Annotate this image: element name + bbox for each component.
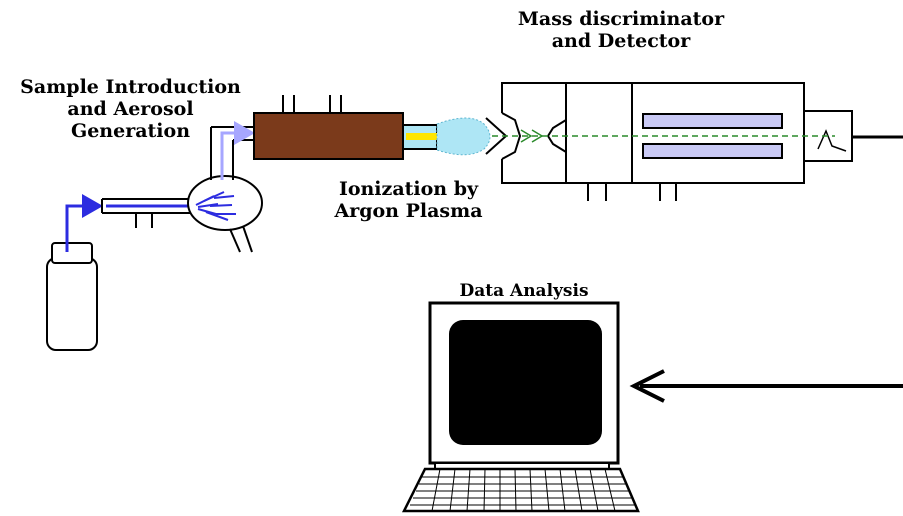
computer <box>401 301 640 513</box>
label-mass-line-2: and Detector <box>551 30 691 52</box>
aerosol-transfer-tube <box>210 121 255 180</box>
sample-vial <box>46 242 98 351</box>
icp-torch <box>253 95 438 160</box>
label-data-analysis: Data Analysis <box>459 281 589 301</box>
mass-spectrometer <box>485 82 903 201</box>
data-signal-arrow <box>629 369 903 403</box>
label-ionization-line-1: Ionization by <box>338 178 479 200</box>
argon-plasma <box>436 117 491 156</box>
nebulizer <box>101 198 190 228</box>
label-mass-line-1: Mass discriminator <box>517 8 725 30</box>
spray-chamber <box>187 175 263 253</box>
label-sample-line-2: and Aerosol <box>67 98 194 120</box>
sample-uptake-tube <box>65 194 103 252</box>
label-ionization: Ionization by Argon Plasma <box>316 178 501 222</box>
label-mass-discriminator: Mass discriminator and Detector <box>500 8 742 52</box>
label-sample-line-1: Sample Introduction <box>20 76 241 98</box>
label-sample-line-3: Generation <box>70 120 191 142</box>
label-ionization-line-2: Argon Plasma <box>334 200 483 222</box>
label-sample-introduction: Sample Introduction and Aerosol Generati… <box>8 76 253 142</box>
